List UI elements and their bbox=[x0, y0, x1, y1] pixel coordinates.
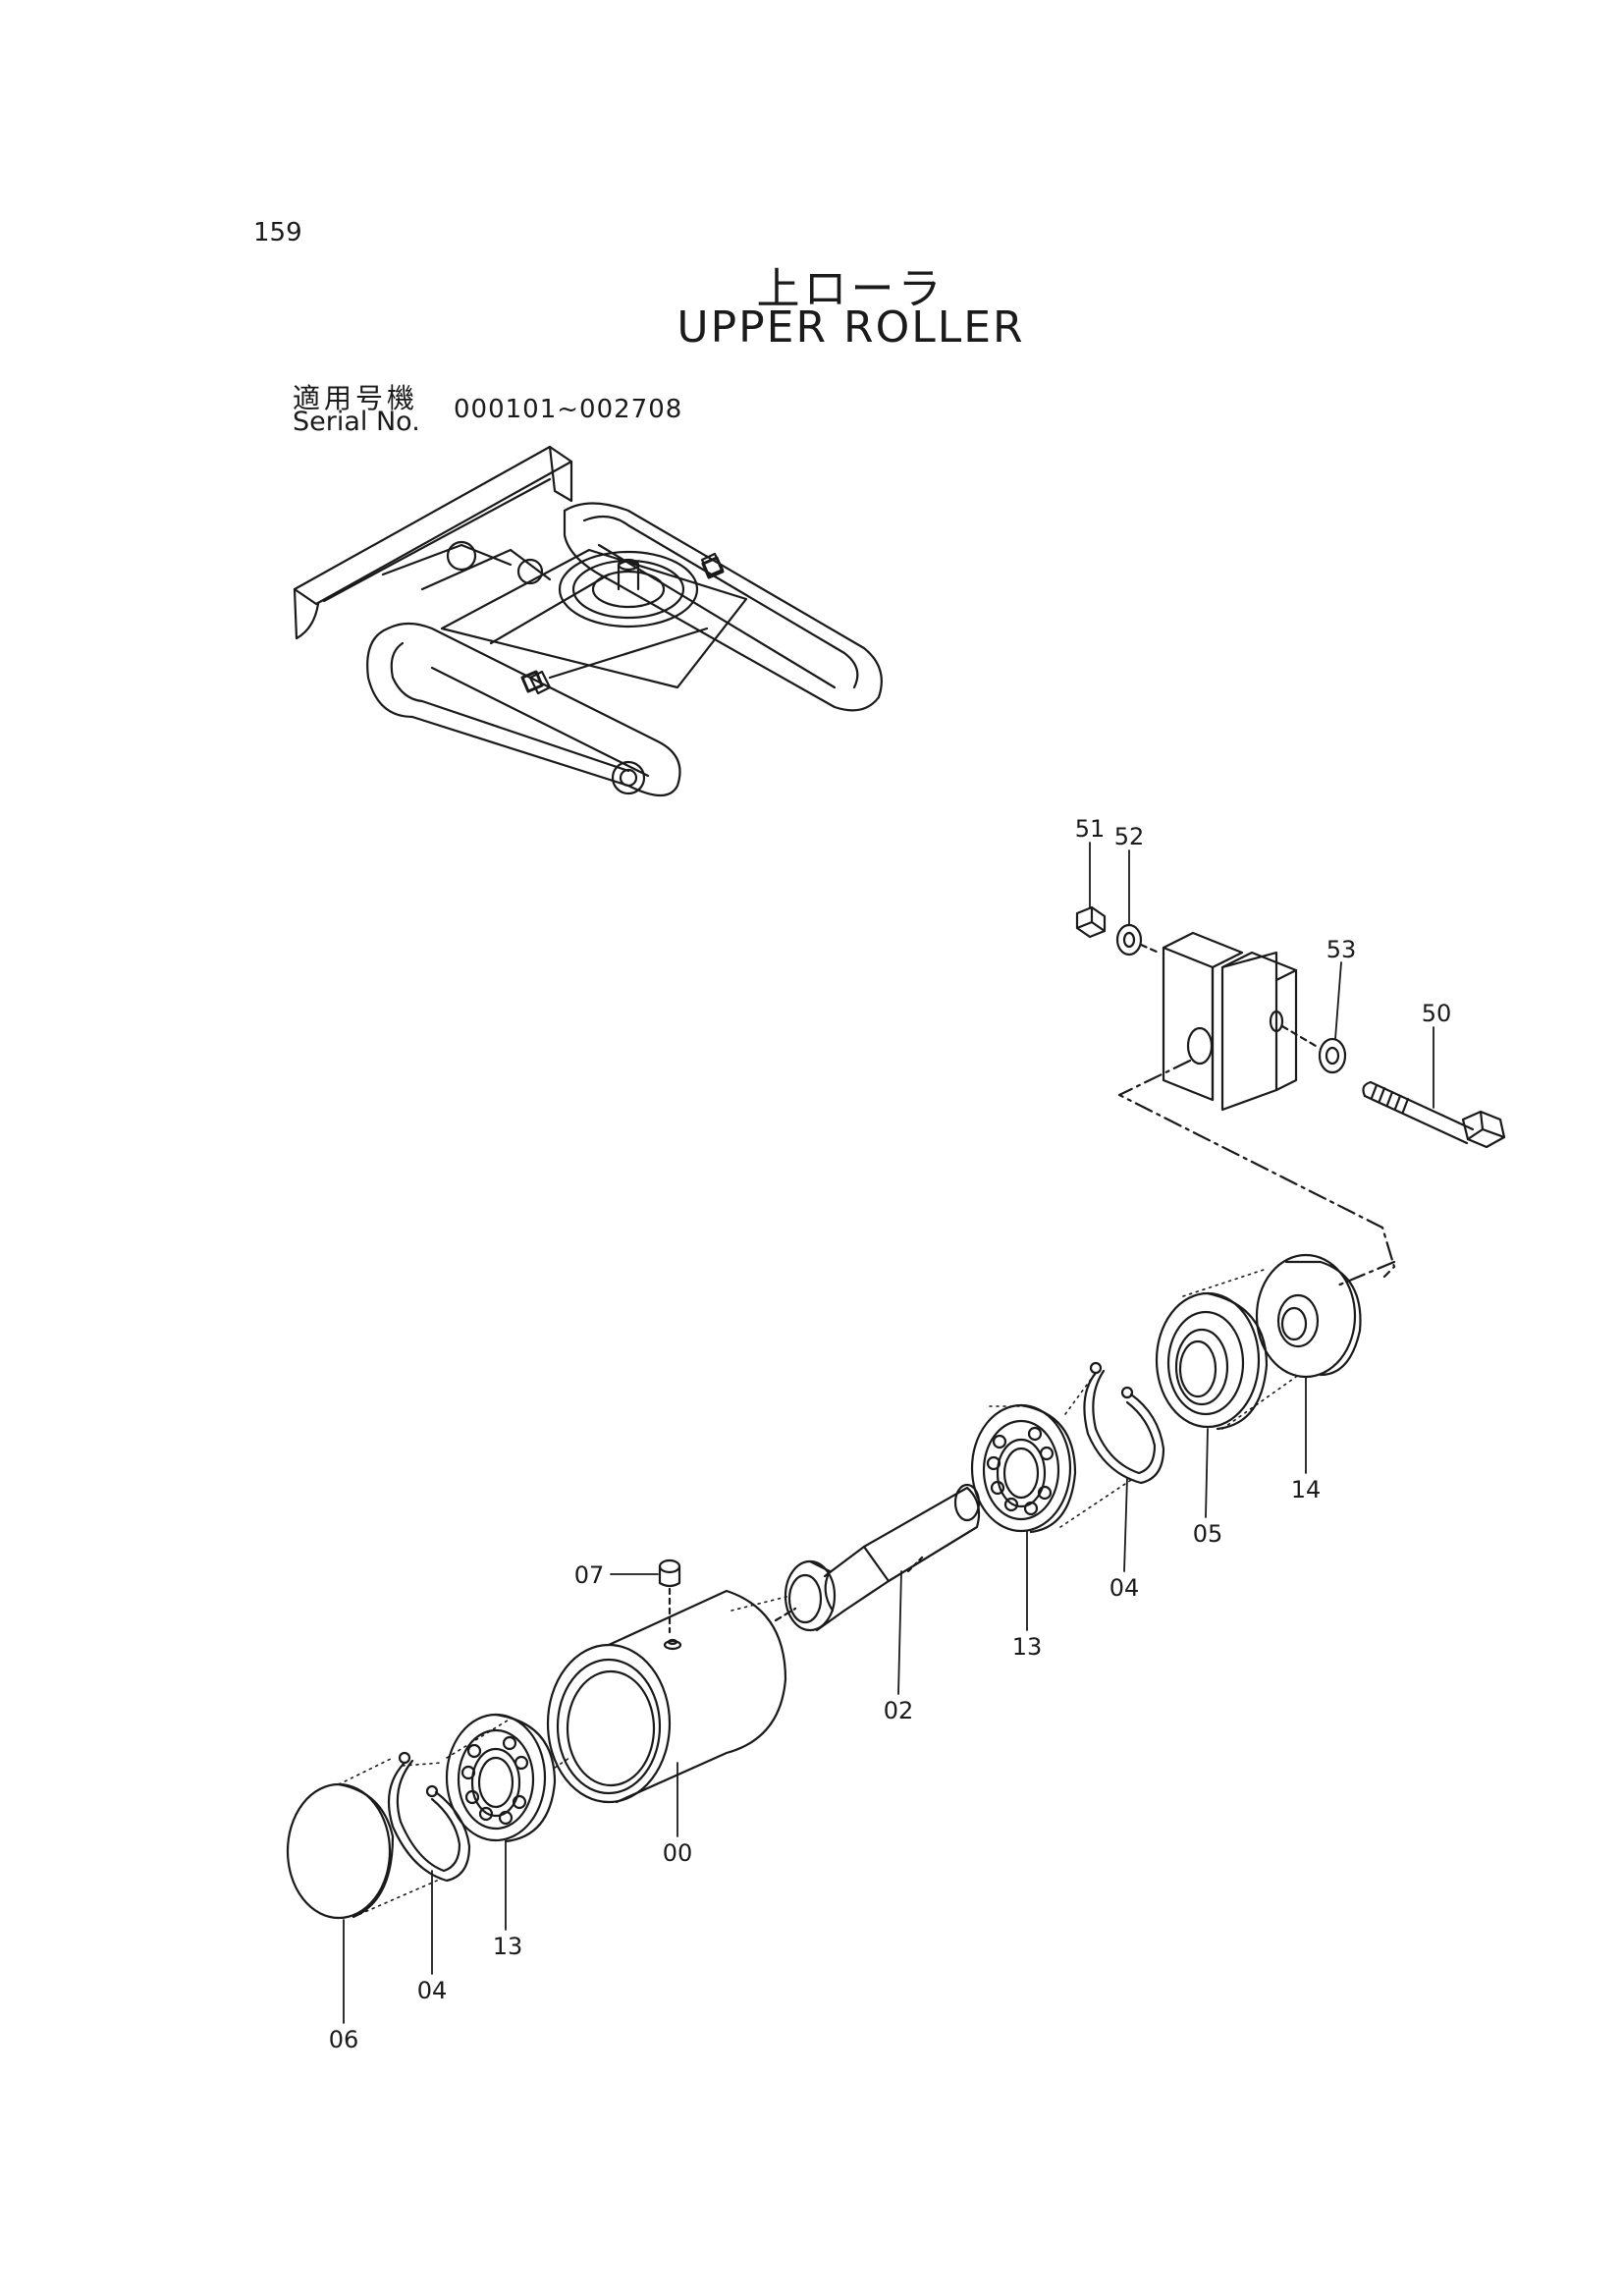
bearing-13-lower bbox=[445, 1713, 557, 1843]
callout-04-upper: 04 bbox=[1109, 1574, 1140, 1602]
plug-07 bbox=[658, 1558, 681, 1634]
serial-label-japanese: 適用号機 bbox=[293, 382, 419, 414]
serial-range: 000101~002708 bbox=[454, 395, 683, 424]
callout-13-lower: 13 bbox=[493, 1933, 523, 1960]
roller-assembly bbox=[286, 1253, 1362, 1920]
callout-04-lower: 04 bbox=[417, 1977, 448, 2004]
shaft-02 bbox=[774, 1483, 981, 1632]
callout-05: 05 bbox=[1193, 1520, 1223, 1548]
callout-00: 00 bbox=[663, 1839, 693, 1867]
callout-53: 53 bbox=[1326, 936, 1357, 963]
page-number: 159 bbox=[253, 218, 302, 247]
seal-ring-14 bbox=[1255, 1253, 1362, 1379]
callout-51: 51 bbox=[1075, 815, 1106, 843]
snap-ring-04-upper bbox=[1083, 1361, 1165, 1485]
callout-13-upper: 13 bbox=[1012, 1633, 1043, 1661]
cover-06 bbox=[286, 1782, 395, 1920]
callout-06: 06 bbox=[329, 2026, 359, 2053]
callout-07: 07 bbox=[574, 1561, 605, 1589]
callout-52: 52 bbox=[1114, 823, 1145, 850]
collar-05 bbox=[1155, 1291, 1269, 1431]
leader-lines bbox=[343, 842, 1434, 2024]
callout-50: 50 bbox=[1422, 1000, 1452, 1027]
roller-body-00 bbox=[546, 1589, 787, 1804]
snap-ring-04-lower bbox=[387, 1751, 471, 1883]
title-english: UPPER ROLLER bbox=[676, 302, 1025, 353]
undercarriage-overview bbox=[293, 445, 883, 797]
bolt-50 bbox=[1362, 1080, 1506, 1149]
bracket-block bbox=[1162, 946, 1215, 1102]
washer-53 bbox=[1318, 1037, 1347, 1074]
title-japanese: 上ローラ bbox=[756, 264, 946, 314]
serial-label-english: Serial No. bbox=[293, 407, 420, 437]
bearing-13-upper bbox=[970, 1403, 1077, 1534]
washer-52 bbox=[1115, 923, 1143, 957]
bracket-assembly bbox=[1075, 905, 1506, 1288]
callout-14: 14 bbox=[1291, 1476, 1322, 1503]
callout-labels: 51 52 53 50 14 05 04 13 02 07 00 13 04 0… bbox=[329, 815, 1452, 2053]
callout-02: 02 bbox=[884, 1697, 914, 1724]
